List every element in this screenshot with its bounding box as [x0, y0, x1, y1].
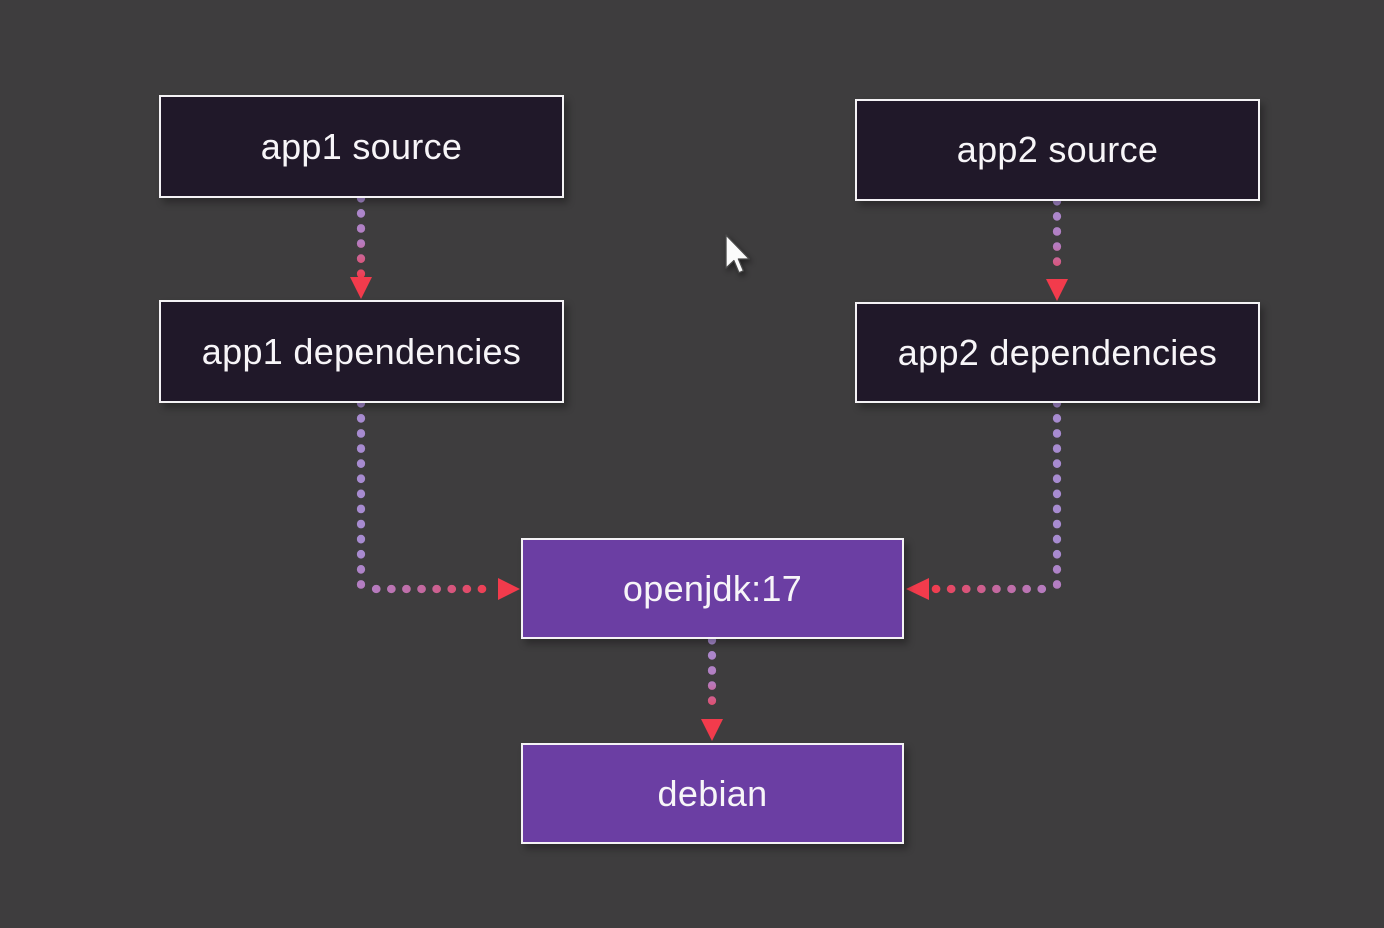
- arrowhead-down-icon: [350, 277, 372, 299]
- node-app2-source: app2 source: [855, 99, 1260, 201]
- edge-app1-source-to-app1-dependencies: [350, 193, 372, 299]
- node-app1-dependencies: app1 dependencies: [159, 300, 564, 403]
- node-openjdk-17: openjdk:17: [521, 538, 904, 639]
- arrowhead-right-icon: [498, 578, 520, 600]
- node-app1-source: app1 source: [159, 95, 564, 198]
- arrowhead-down-icon: [701, 719, 723, 741]
- edge-app2-source-to-app2-dependencies: [1046, 196, 1068, 301]
- node-label: debian: [657, 772, 768, 814]
- node-label: app2 source: [956, 129, 1159, 170]
- arrowhead-left-icon: [906, 578, 929, 600]
- node-label: app1 dependencies: [201, 330, 522, 372]
- node-app2-dependencies: app2 dependencies: [855, 302, 1260, 403]
- edge-app1-dependencies-to-openjdk: [356, 398, 520, 600]
- arrowhead-down-icon: [1046, 279, 1068, 301]
- node-label: openjdk:17: [622, 567, 803, 609]
- edge-app2-dependencies-to-openjdk: [906, 398, 1062, 600]
- edge-openjdk-to-debian: [701, 635, 723, 741]
- node-label: app1 source: [260, 125, 463, 167]
- node-label: app2 dependencies: [897, 331, 1218, 373]
- node-debian: debian: [521, 743, 904, 844]
